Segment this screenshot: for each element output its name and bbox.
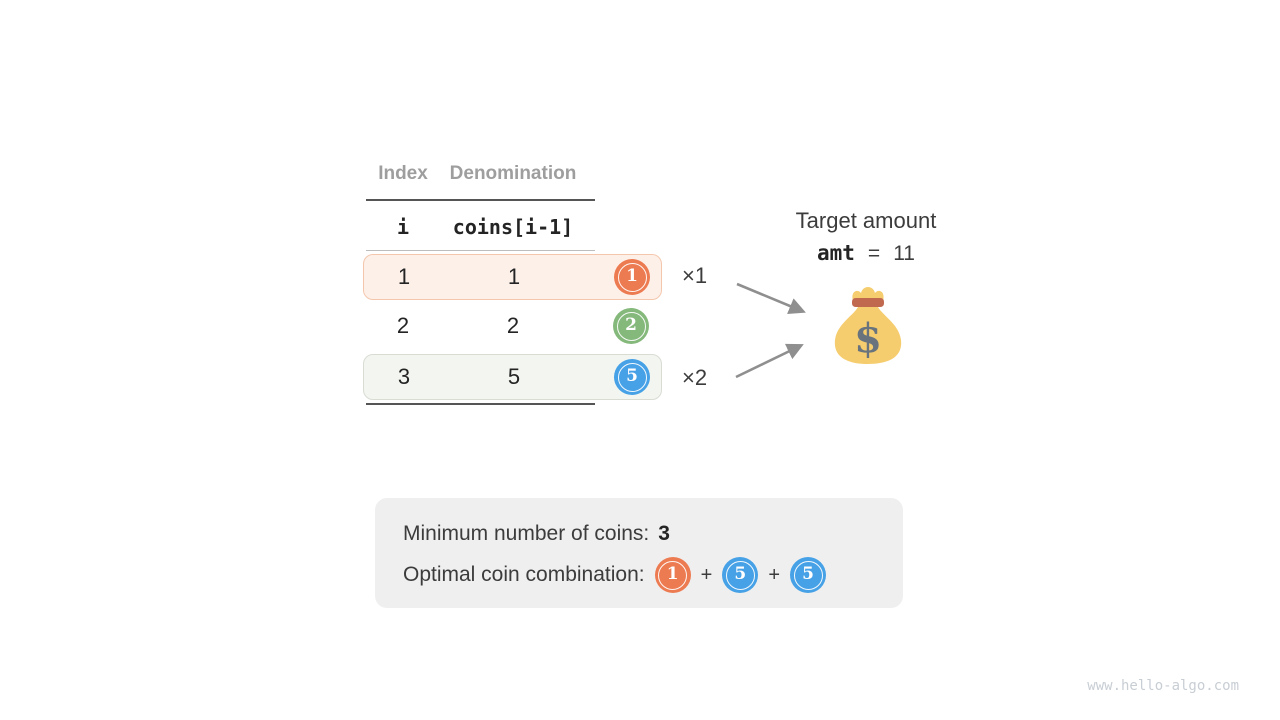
combination-coin-3-icon: 5	[790, 557, 826, 593]
column-header-index: Index	[378, 163, 428, 184]
table-row-2: 2 2 2	[363, 304, 662, 350]
svg-text:$: $	[854, 315, 882, 362]
var-header-i: i	[396, 215, 410, 239]
coin-1-label: 1	[626, 266, 638, 286]
target-amount-equation: amt = 11	[766, 241, 966, 266]
table-row-1: 1 1 1	[363, 254, 662, 300]
summary-box: Minimum number of coins: 3 Optimal coin …	[375, 498, 903, 608]
table-rule-middle	[366, 250, 595, 251]
coin-5-label: 5	[626, 366, 638, 386]
optimal-combination-line: Optimal coin combination: 1 + 5 + 5	[403, 556, 826, 594]
minimum-coins-label: Minimum number of coins:	[403, 522, 650, 545]
combination-coin-3-label: 5	[802, 564, 814, 584]
watermark: www.hello-algo.com	[1087, 678, 1239, 694]
plus-sign: +	[768, 563, 780, 586]
target-amount-label: Target amount	[795, 208, 937, 233]
row2-denomination-value: 2	[506, 313, 520, 338]
target-amount-value: 11	[893, 242, 915, 265]
plus-sign: +	[700, 563, 713, 586]
multiplier-row3: ×2	[682, 365, 708, 390]
multiplier-row1: ×1	[682, 263, 708, 288]
minimum-coins-line: Minimum number of coins: 3	[403, 520, 670, 548]
table-row-3: 3 5 5	[363, 354, 662, 400]
coin-1-icon: 1	[614, 259, 650, 295]
optimal-combination-label: Optimal coin combination:	[403, 563, 645, 586]
money-bag-icon: $	[834, 287, 902, 364]
column-header-denomination: Denomination	[449, 163, 577, 184]
coin-2-icon: 2	[613, 308, 649, 344]
table-rule-bottom	[366, 403, 595, 405]
combination-coin-1-icon: 1	[654, 557, 691, 593]
row1-denomination-value: 1	[507, 264, 521, 289]
row2-index-value: 2	[396, 313, 410, 338]
coin-5-icon: 5	[614, 359, 650, 395]
row3-denomination-value: 5	[507, 364, 521, 389]
combination-coin-2-label: 5	[734, 564, 747, 584]
equals-sign: =	[867, 242, 881, 265]
coin-2-label: 2	[625, 315, 637, 335]
combination-coin-1-label: 1	[666, 564, 679, 584]
row1-index-value: 1	[397, 264, 411, 289]
minimum-coins-value: 3	[658, 522, 670, 545]
var-header-coins: coins[i-1]	[452, 215, 574, 239]
arrow-bottom-icon	[735, 343, 804, 379]
row3-index-value: 3	[397, 364, 411, 389]
amt-variable: amt	[816, 241, 855, 265]
arrow-top-icon	[736, 282, 806, 314]
table-rule-top	[366, 199, 595, 201]
combination-coin-2-icon: 5	[722, 557, 759, 593]
